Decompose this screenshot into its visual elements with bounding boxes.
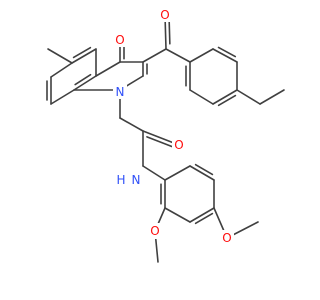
atom-o-ketone-label: O (160, 8, 169, 22)
atom-o-ring-carbonyl: O (113, 31, 127, 47)
bond-b5-b6 (212, 48, 238, 63)
molecule-structure: O O N O H N O O (46, 6, 285, 263)
bond-a3-a4-double (194, 212, 214, 225)
bond-c3-ck (142, 48, 167, 63)
bonds-group (46, 14, 285, 263)
bond-c5-c6-double (72, 46, 92, 59)
atom-n-ring: N (113, 83, 127, 99)
atom-n-ring-label: N (116, 85, 125, 99)
atom-o-methoxy-para-label: O (222, 231, 231, 245)
atom-o-methoxy-ortho: O (148, 223, 162, 239)
bond-nam-a1 (142, 165, 166, 181)
bond-c4a-c8a (73, 75, 97, 91)
bond-c6-me (47, 48, 73, 64)
bond-b2-b3 (189, 89, 214, 105)
bond-b3-b4 (212, 89, 238, 105)
bond-a2-a3 (164, 207, 191, 223)
atom-o-ketone: O (158, 6, 172, 22)
atom-n-amide-label: N (132, 173, 141, 187)
atom-o-amide: O (172, 137, 186, 153)
bond-cam-oam-double (146, 136, 173, 148)
bond-c4-c4a (95, 61, 121, 77)
molecule-canvas: O O N O H N O O (46, 6, 285, 263)
atom-o-methoxy-ortho-label: O (150, 224, 159, 238)
bond-c8-c8a (50, 89, 75, 105)
bond-a3-a4 (189, 207, 215, 223)
bond-c5-c6 (71, 48, 97, 64)
bond-ch2-cam (119, 117, 144, 132)
bond-a5-a6-double (194, 163, 214, 176)
atom-h-amide-label: H (116, 173, 125, 187)
atom-o-methoxy-para: O (220, 230, 234, 246)
atom-o-ring-carbonyl-label: O (115, 33, 124, 47)
bond-b5-b6-double (217, 46, 237, 58)
bond-b6-b1 (189, 48, 214, 63)
bond-c6-c7 (50, 62, 73, 78)
bond-ck-ok-double (168, 19, 171, 45)
bond-a5-a6 (189, 165, 215, 181)
atom-nh-amide: H N (114, 172, 143, 188)
atom-labels-group: O O N O H N O O (113, 6, 234, 246)
atom-o-amide-label: O (174, 138, 183, 152)
bond-ck-b1 (165, 48, 191, 63)
bond-et1-et2 (259, 89, 285, 105)
bond-a6-a1 (164, 165, 191, 181)
bond-b3-b4-double (217, 94, 237, 107)
bond-b4-et1 (236, 89, 261, 105)
bond-c4a-c8a-double (74, 73, 92, 86)
